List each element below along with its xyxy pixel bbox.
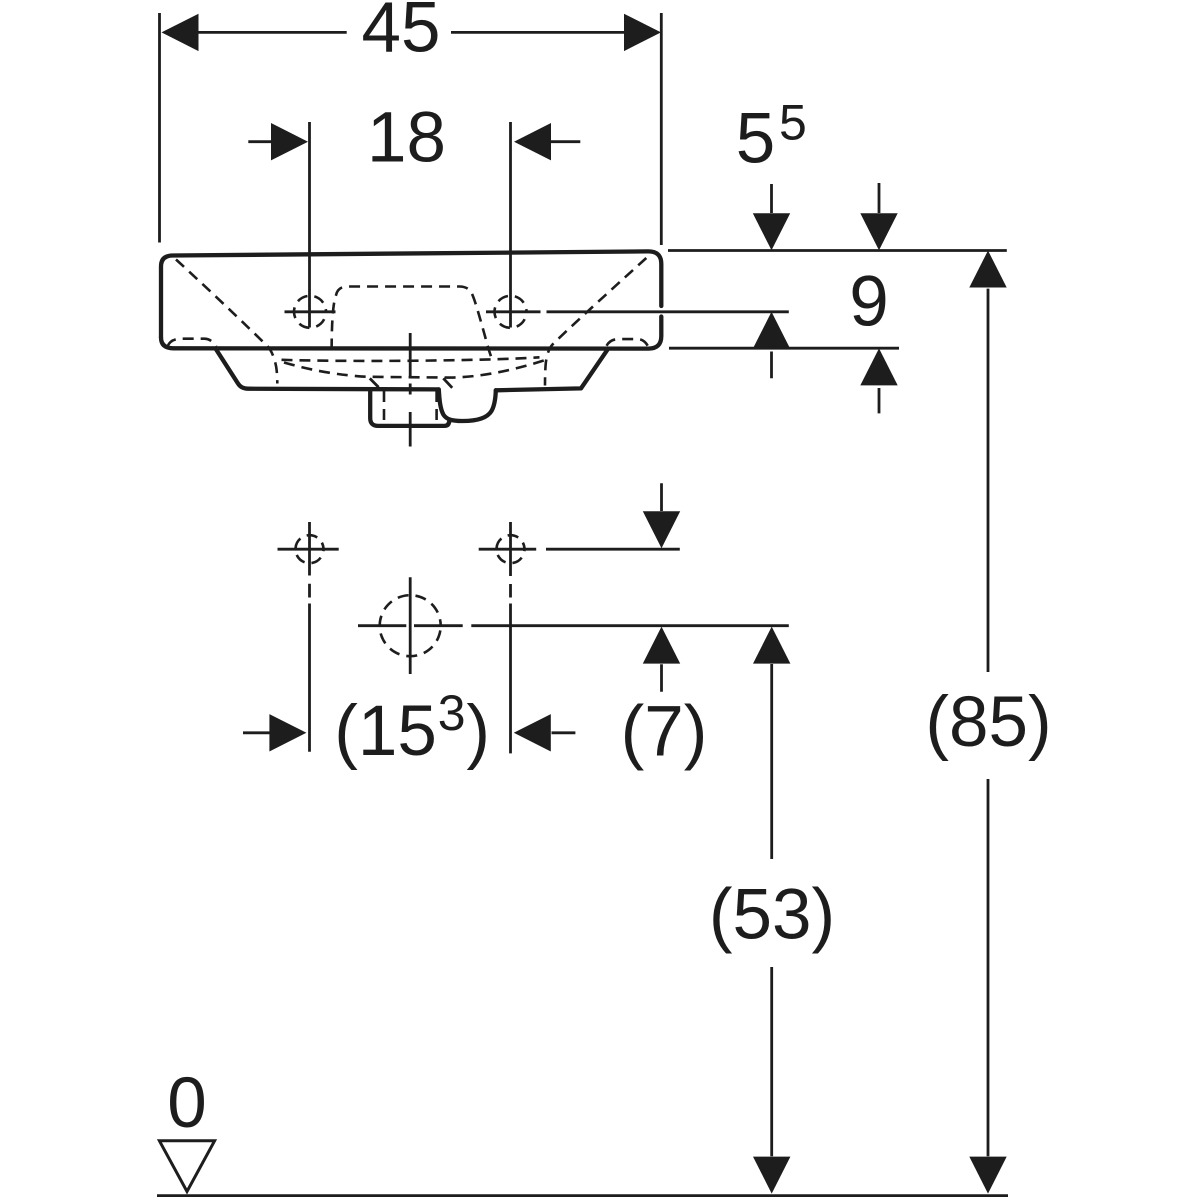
svg-text:9: 9 <box>849 263 889 342</box>
svg-text:(53): (53) <box>709 876 835 955</box>
svg-text:18: 18 <box>367 99 446 178</box>
svg-text:(85): (85) <box>925 683 1051 762</box>
svg-text:5: 5 <box>779 95 807 151</box>
svg-text:3: 3 <box>438 685 466 741</box>
svg-text:): ) <box>466 692 490 771</box>
svg-text:0: 0 <box>167 1064 207 1143</box>
svg-text:5: 5 <box>736 100 776 179</box>
svg-text:(15: (15 <box>334 692 437 771</box>
svg-text:45: 45 <box>362 0 441 68</box>
svg-text:(7): (7) <box>621 693 708 772</box>
